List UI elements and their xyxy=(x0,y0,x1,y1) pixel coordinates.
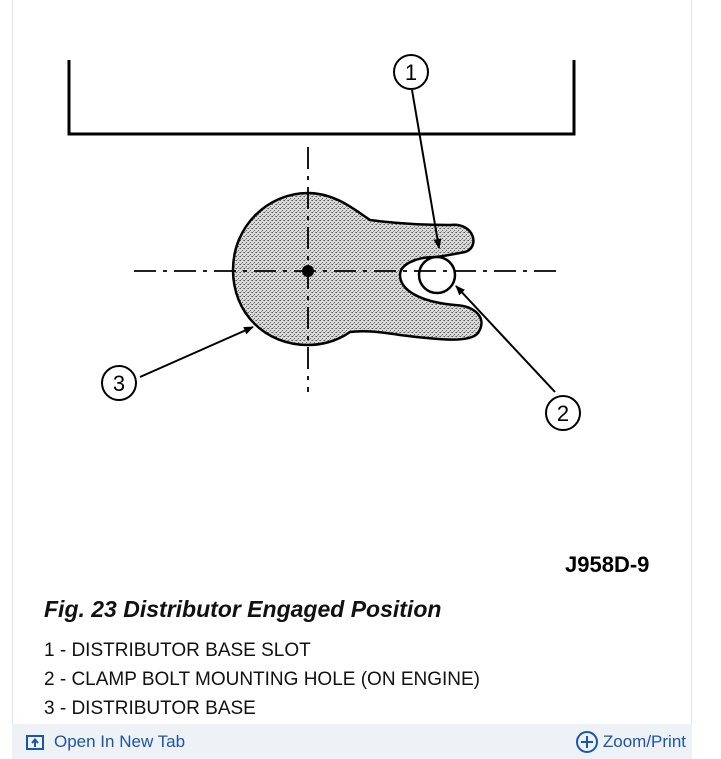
figure-caption-title: Fig. 23 Distributor Engaged Position xyxy=(44,596,442,622)
open-in-new-tab-label: Open In New Tab xyxy=(54,731,186,751)
leader-arrow-2 xyxy=(455,285,556,393)
callout-label-2: 2 xyxy=(557,401,569,426)
figure-toolbar: Open In New Tab Zoom/Print xyxy=(12,724,692,759)
leader-arrow-3 xyxy=(139,326,254,378)
figure-frame xyxy=(12,0,692,724)
leader-arrow-1 xyxy=(411,89,442,249)
plus-circle-icon xyxy=(575,730,599,754)
callout-circle-2 xyxy=(545,395,581,431)
figure-code: J958D-9 xyxy=(565,552,649,577)
callout-label-1: 1 xyxy=(405,60,417,85)
engine-block-outline xyxy=(67,60,576,136)
open-in-new-tab-icon xyxy=(26,734,44,750)
clamp-bolt-hole xyxy=(417,255,457,295)
figure-legend: 1 - DISTRIBUTOR BASE SLOT 2 - CLAMP BOLT… xyxy=(44,640,480,727)
legend-item: 1 - DISTRIBUTOR BASE SLOT xyxy=(44,640,311,661)
callout-circle-1 xyxy=(393,54,429,90)
zoom-print-label: Zoom/Print xyxy=(602,731,686,751)
distributor-base-shape xyxy=(231,191,483,347)
legend-item: 2 - CLAMP BOLT MOUNTING HOLE (ON ENGINE) xyxy=(44,669,481,690)
zoom-print-link[interactable]: Zoom/Print xyxy=(575,730,686,754)
distributor-diagram: 1 2 3 J958D-9 xyxy=(67,54,649,577)
open-in-new-tab-link[interactable]: Open In New Tab xyxy=(26,732,185,752)
center-point xyxy=(302,265,314,277)
callout-circle-3 xyxy=(101,365,137,401)
legend-item: 3 - DISTRIBUTOR BASE xyxy=(44,698,256,719)
callout-label-3: 3 xyxy=(113,371,125,396)
